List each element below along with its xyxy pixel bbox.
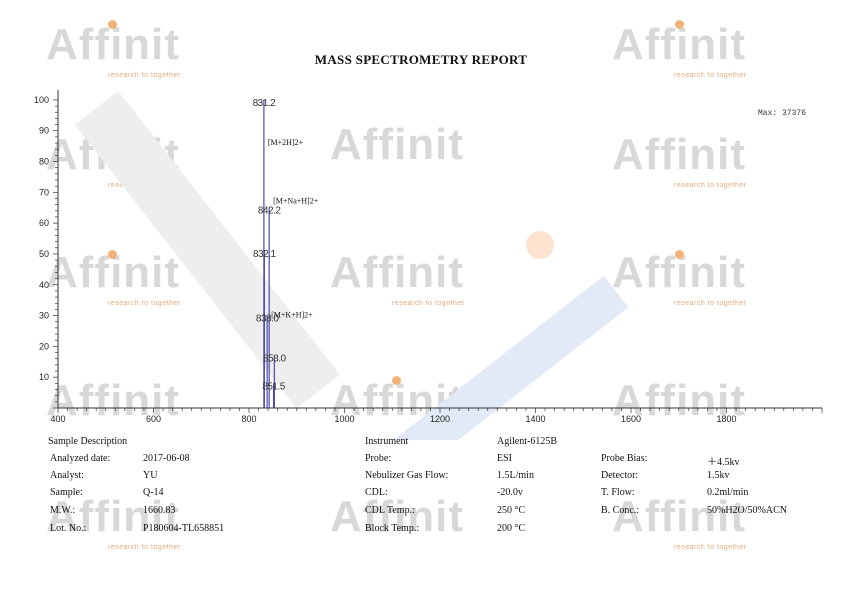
sample-value: Q-14 xyxy=(143,487,164,498)
y-tick-label: 90 xyxy=(39,126,49,136)
peak-label: 831.2 xyxy=(253,98,276,109)
watermark-logo: Affinit xyxy=(46,492,181,541)
cdl-temp-label: CDL Temp.: xyxy=(365,505,415,516)
cdl-temp-value: 250 °C xyxy=(497,505,526,516)
watermark-dot-icon xyxy=(108,250,117,259)
analyst-value: YU xyxy=(143,470,158,481)
sample-label: Sample: xyxy=(50,487,83,498)
y-tick-label: 50 xyxy=(39,249,49,259)
watermark-logo: Affinit xyxy=(330,120,465,169)
x-tick-label: 600 xyxy=(146,414,161,424)
mw-value: 1660.83 xyxy=(143,505,176,516)
lot-no-value: P180604-TL658851 xyxy=(143,523,225,534)
watermark-logo: Affinit xyxy=(330,492,465,541)
watermark-stripe xyxy=(351,275,629,440)
watermark-tagline: research to together xyxy=(108,300,181,307)
watermark-dot-icon xyxy=(675,20,684,29)
plot-frame: 400 600 800 1000 1200 1400 1600 1800 10 20 30 40 50 6… xyxy=(34,90,823,424)
y-tick-label: 10 xyxy=(39,372,49,382)
watermark-logo: Affinit xyxy=(46,376,181,425)
watermark-stripe xyxy=(74,90,340,409)
watermark-tagline: research to together xyxy=(674,544,747,551)
watermark-tagline: research to together xyxy=(674,72,747,79)
probe-value: ESI xyxy=(497,453,512,464)
watermark-logo: Affinit xyxy=(330,248,465,297)
watermark-tagline: research to together xyxy=(108,72,181,79)
x-tick-label: 1000 xyxy=(334,414,354,424)
t-flow-value: 0.2ml/min xyxy=(707,487,749,498)
nebulizer-gas-flow-value: 1.5L/min xyxy=(497,470,534,481)
y-tick-label: 30 xyxy=(39,311,49,321)
detector-label: Detector: xyxy=(601,470,639,481)
peak-label: 832.1 xyxy=(253,249,276,260)
x-tick-label: 1800 xyxy=(716,414,736,424)
detector-value: 1.5kv xyxy=(707,470,730,481)
watermark-tagline: research to together xyxy=(674,182,747,189)
watermark-dot-icon xyxy=(108,20,117,29)
analyzed-date-value: 2017-06-08 xyxy=(143,453,190,464)
watermark-dot-icon xyxy=(675,250,684,259)
y-tick-label: 20 xyxy=(39,341,49,351)
mass-spectrum-chart: 400 600 800 1000 1200 1400 1600 1800 10 20 30 40 50 6… xyxy=(34,90,823,440)
ion-annotation: [M+K+H]2+ xyxy=(271,311,313,320)
ion-annotation: [M+Na+H]2+ xyxy=(273,197,319,206)
probe-bias-value: ＋4.5kv xyxy=(707,457,740,468)
cdl-label: CDL: xyxy=(365,487,388,498)
watermark-tagline: research to together xyxy=(108,544,181,551)
watermark-circle-icon xyxy=(526,231,554,259)
probe-bias-label: Probe Bias: xyxy=(601,453,648,464)
y-tick-label: 100 xyxy=(34,95,49,105)
ion-annotation: [M+2H]2+ xyxy=(268,138,304,147)
watermark-tagline: research to together xyxy=(674,300,747,307)
peak-layer xyxy=(263,99,275,408)
x-tick-label: 1600 xyxy=(621,414,641,424)
t-flow-label: T. Flow: xyxy=(601,487,635,498)
peak-label: 838.0 xyxy=(256,314,279,325)
analyst-label: Analyst: xyxy=(50,470,84,481)
watermark-dot-icon xyxy=(392,376,401,385)
y-tick-label: 80 xyxy=(39,157,49,167)
instrument-model: Agilent-6125B xyxy=(497,436,557,447)
analyzed-date-label: Analyzed date: xyxy=(50,453,111,464)
watermark-tagline: research to together xyxy=(392,300,465,307)
sample-description-heading: Sample Description xyxy=(48,436,128,447)
peak-label: 851.5 xyxy=(262,381,285,392)
x-tick-label: 400 xyxy=(50,414,65,424)
report-title: MASS SPECTROMETRY REPORT xyxy=(314,52,528,67)
b-conc-value: 50%H2O/50%ACN xyxy=(707,505,787,516)
peak-label: 842.2 xyxy=(258,206,281,217)
lot-no-label: Lot. No.: xyxy=(50,523,87,534)
x-tick-label: 800 xyxy=(241,414,256,424)
b-conc-label: B. Conc.: xyxy=(601,505,640,516)
x-tick-label: 1400 xyxy=(525,414,545,424)
block-temp-value: 200 °C xyxy=(497,523,526,534)
peak-label: 853.0 xyxy=(263,354,286,365)
watermark-logo: Affinit xyxy=(612,376,747,425)
label-layer: 831.2 842.2 832.1 838.0 853.0 851.5 [M+2H]2+ [M… xyxy=(253,98,319,392)
max-intensity-label: Max: 37376 xyxy=(758,109,806,118)
y-tick-label: 40 xyxy=(39,280,49,290)
x-tick-label: 1200 xyxy=(430,414,450,424)
nebulizer-gas-flow-label: Nebulizer Gas Flow: xyxy=(365,470,449,481)
watermark-logo: Affinit xyxy=(612,130,747,179)
cdl-value: -20.0v xyxy=(497,487,523,498)
instrument-heading: Instrument xyxy=(365,436,409,447)
block-temp-label: Block Temp.: xyxy=(365,523,420,534)
y-tick-label: 60 xyxy=(39,218,49,228)
watermark-logo: Affinit xyxy=(612,492,747,541)
mw-label: M.W.: xyxy=(50,505,76,516)
probe-label: Probe: xyxy=(365,453,392,464)
y-tick-label: 70 xyxy=(39,187,49,197)
